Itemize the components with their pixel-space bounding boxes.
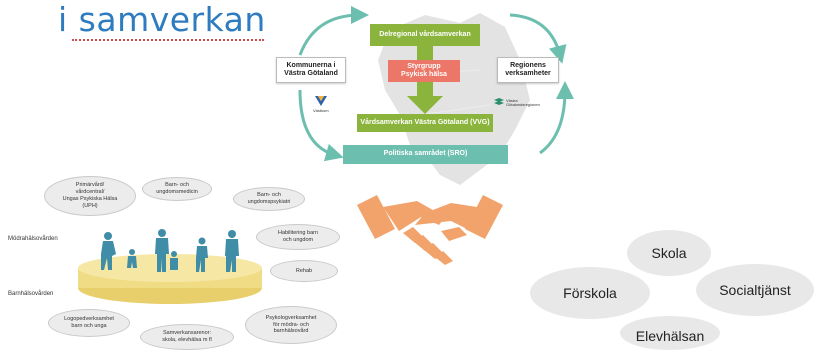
styrgrupp-box: Styrgrupp Psykisk hälsa — [388, 60, 460, 82]
barn-ungdomsmedicin-line-2: ungdomsmedicin — [156, 189, 198, 195]
cell-socialtjanst: Socialtjänst — [696, 264, 814, 316]
label-modrahalsovarden: Mödrahälsovården — [8, 236, 58, 242]
delregional-label: Delregional vårdsamverkan — [379, 30, 471, 38]
cell-forskola: Förskola — [530, 267, 650, 319]
vvg-label: Vårdsamverkan Västra Götaland (VVG) — [360, 118, 490, 126]
habilitering-line-2: och ungdom — [282, 237, 314, 243]
forskola-label: Förskola — [563, 285, 617, 301]
vastkom-logo — [315, 96, 327, 106]
regionens-label-2: verksamheter — [505, 70, 551, 77]
delregional-box: Delregional vårdsamverkan — [370, 24, 480, 46]
habilitering-line-1: Habilitering barn — [277, 230, 319, 237]
psykolog-line-1: Psykologverksamhet — [265, 314, 317, 321]
regionens-label-1: Regionens — [510, 61, 546, 69]
primarvard-line-2: vårdcentral/ — [75, 189, 105, 196]
sro-label: Politiska samrådet (SRO) — [383, 150, 468, 158]
primarvard-line-1: Primärvård/ — [75, 182, 105, 189]
primarvard-line-4: (UPH) — [82, 202, 98, 209]
ellipse-psykolog: Psykologverksamhet för mödra- och barnhä… — [245, 306, 337, 344]
kommunerna-label-2: Västra Götaland — [284, 70, 338, 77]
ellipse-samverkansarenor: Samverkansarenor: skola, elevhälsa m fl — [140, 324, 234, 350]
kommunerna-label-1: Kommunerna i — [286, 61, 336, 69]
ellipse-primarvard: Primärvård/ vårdcentral/ Ungas Psykiska … — [44, 176, 136, 216]
vvg-box: Vårdsamverkan Västra Götaland (VVG) — [357, 114, 493, 132]
logoped-line-2: barn och unga — [71, 323, 107, 329]
kommunerna-box: Kommunerna i Västra Götaland — [276, 57, 346, 83]
family-platform — [78, 229, 262, 304]
regionens-box: Regionens verksamheter — [497, 57, 559, 83]
samverkansarenor-line-2: skola, elevhälsa m fl — [162, 337, 212, 343]
styrgrupp-label-1: Styrgrupp — [407, 62, 441, 70]
primarvard-line-3: Ungas Psykiska Hälsa — [62, 196, 118, 202]
rehab-label: Rehab — [295, 267, 313, 274]
barn-ungdomsmedicin-line-1: Barn- och — [165, 182, 189, 189]
psykolog-line-3: barnhälsovård — [273, 328, 309, 335]
ellipse-habilitering: Habilitering barn och ungdom — [256, 224, 340, 250]
ellipse-barn-ungdomspsykiatri: Barn- och ungdomspsykiatri — [233, 187, 305, 211]
styrgrupp-label-2: Psykisk hälsa — [401, 71, 447, 78]
cell-skola: Skola — [627, 230, 711, 276]
vastkom-logo-text: Vástkom — [313, 108, 329, 113]
skola-label: Skola — [651, 245, 687, 261]
elevhalsan-label: Elevhälsan — [635, 328, 705, 344]
vgr-logo-text: Västra Götalandsregionen — [506, 98, 540, 108]
label-barnhalsovarden: Barnhälsovården — [8, 291, 54, 297]
samverkansarenor-line-1: Samverkansarenor: — [163, 330, 211, 337]
vgr-logo — [494, 98, 504, 105]
barn-ungdomspsykiatri-line-1: Barn- och — [257, 192, 281, 199]
sro-box: Politiska samrådet (SRO) — [343, 145, 508, 164]
spellcheck-underline — [72, 38, 264, 41]
ellipse-logoped: Logopedverksamhet barn och unga — [48, 309, 130, 337]
ellipse-rehab: Rehab — [270, 260, 338, 282]
psykolog-line-2: för mödra- och — [273, 321, 309, 328]
cycle-arrows — [298, 6, 574, 162]
cell-elevhalsan: Elevhälsan — [620, 316, 720, 350]
logoped-line-1: Logopedverksamhet — [64, 316, 114, 323]
handshake-icon — [357, 195, 503, 265]
socialtjanst-label: Socialtjänst — [719, 282, 791, 298]
slide-title: i samverkan — [58, 0, 266, 39]
ellipse-barn-ungdomsmedicin: Barn- och ungdomsmedicin — [142, 177, 212, 201]
barn-ungdomspsykiatri-line-2: ungdomspsykiatri — [247, 199, 291, 205]
